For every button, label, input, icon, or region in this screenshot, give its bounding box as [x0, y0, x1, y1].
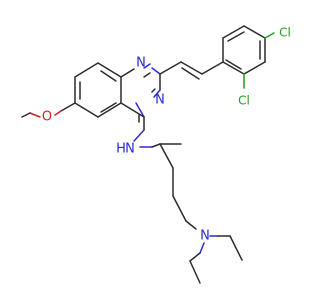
methoxy-oxygen-label: O [42, 110, 52, 125]
methoxy-group [21, 102, 76, 118]
vinyl-linker [159, 61, 224, 80]
para-chlorine-label: Cl [279, 26, 291, 40]
structure-canvas: N N O N H N Cl Cl [21, 25, 291, 284]
amine-nh-nitrogen-label: N [125, 142, 135, 157]
diethylamino-group [189, 235, 243, 284]
pyrimidine-ring [120, 63, 161, 131]
amine-nh-hydrogen-label: H [116, 142, 126, 157]
ortho-chlorine-label: Cl [238, 94, 250, 108]
diethylamine-nitrogen-label: N [200, 229, 210, 244]
quinazoline-n1-label: N [136, 56, 146, 71]
benzo-ring [74, 62, 122, 118]
molecule-diagram: N N O N H N Cl Cl [21, 25, 291, 284]
dichlorophenyl-ring [222, 25, 275, 89]
quinazoline-n3-label: N [155, 93, 165, 108]
amino-side-chain [133, 129, 197, 230]
